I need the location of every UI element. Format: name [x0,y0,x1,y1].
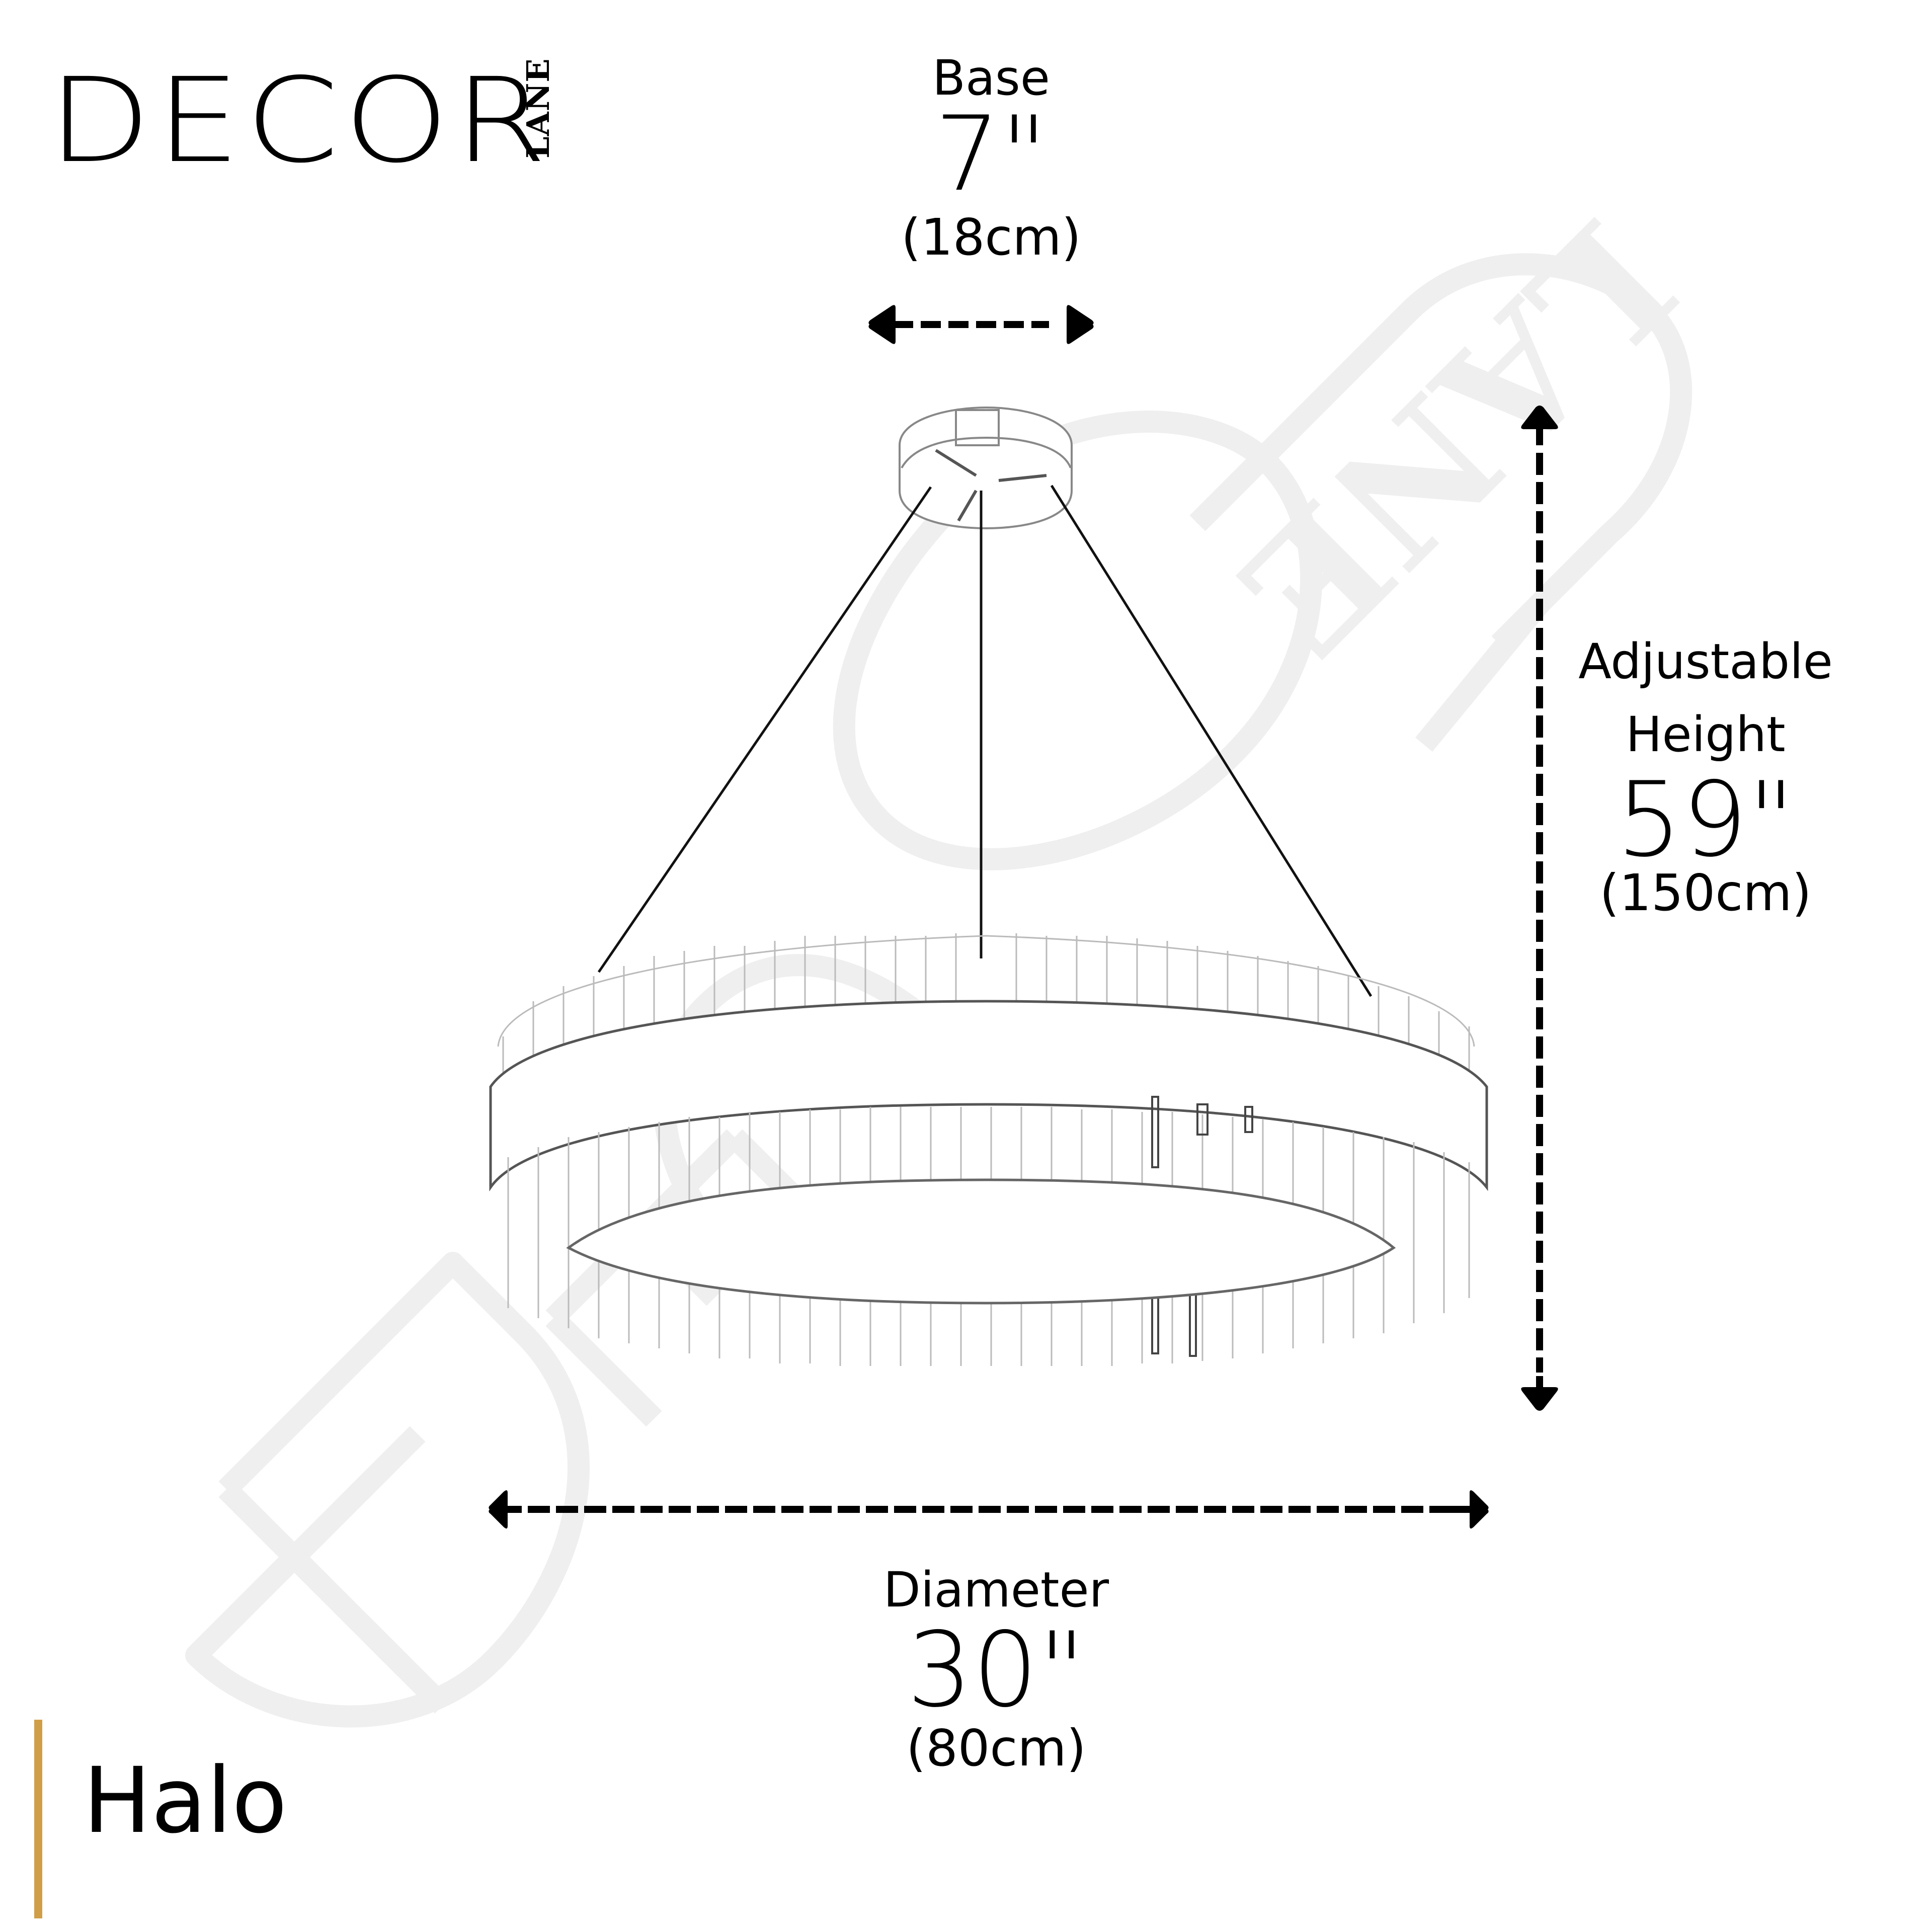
base-width-arrow-icon [868,305,1094,344]
height-metric: (150cm) [1599,863,1812,922]
suspension-cables [597,485,1373,997]
lower-ring-band [566,1178,1396,1305]
diameter-metric: (80cm) [906,1719,1086,1778]
height-dimension-group: Adjustable Height 59" (150cm) [1550,634,1862,923]
diameter-dimension-group: Diameter 30" (80cm) [855,1562,1137,1779]
upper-ring-band [489,1000,1488,1192]
height-label-line1: Adjustable [1578,633,1833,690]
height-value: 59" [1616,760,1795,880]
brand-logo: DECOR [48,60,547,179]
height-arrow-icon [1521,406,1558,1411]
base-dimension-group: Base 7" (18cm) [875,50,1107,268]
logo-decor-text: DECOR [48,53,552,189]
diameter-label: Diameter [883,1562,1109,1618]
ceiling-canopy [899,406,1073,530]
base-value: 7" [934,95,1048,214]
upper-crystal-ring [497,933,1475,1087]
base-label: Base [932,50,1050,106]
product-accent-bar [34,1720,42,1918]
base-metric: (18cm) [901,208,1081,267]
product-name: Halo [83,1748,287,1854]
diameter-arrow-icon [489,1490,1489,1529]
height-label-line2: Height [1626,706,1786,763]
diameter-value: 30" [907,1611,1086,1730]
